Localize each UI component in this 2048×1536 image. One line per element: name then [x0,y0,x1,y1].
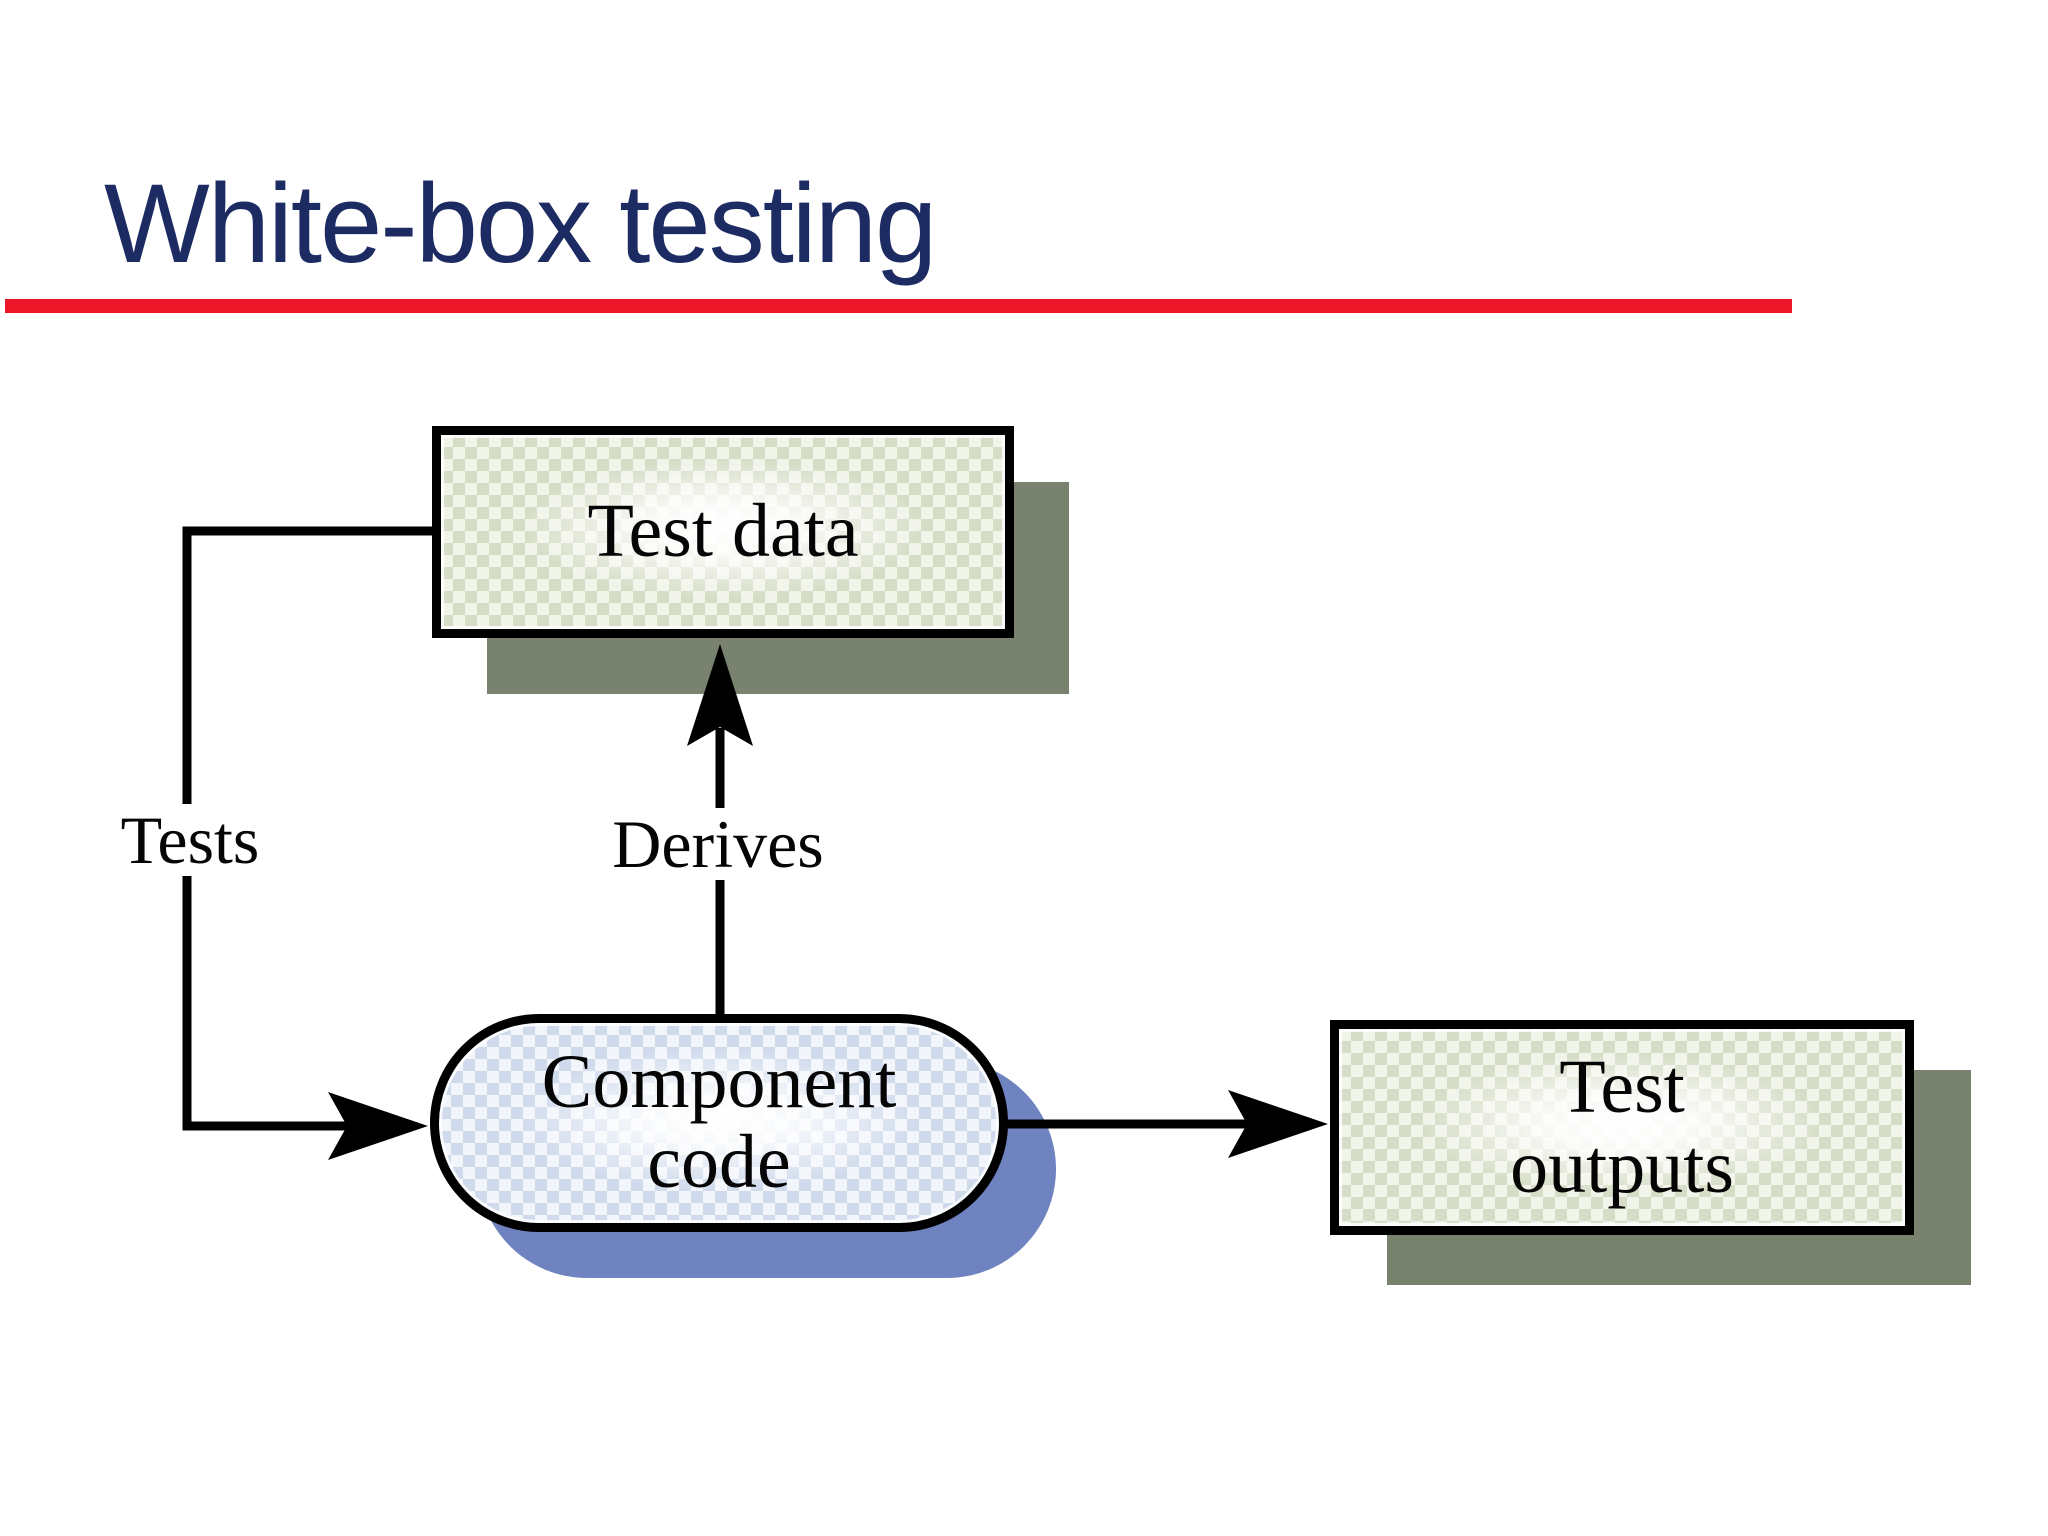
node-component-code: Component code [430,1014,1008,1232]
tests-arrowhead [328,1092,428,1160]
edge-label-derives: Derives [598,808,838,880]
title-underline [5,299,1792,313]
node-test-outputs: Test outputs [1330,1020,1914,1235]
node-test-data-label: Test data [587,489,859,574]
node-test-outputs-label-line1: Test [1559,1044,1685,1129]
node-component-code-label-line1: Component [541,1040,897,1125]
node-test-data: Test data [432,426,1014,638]
node-component-code-label-line2: code [647,1120,791,1204]
slide-title: White-box testing [104,161,937,286]
node-test-outputs-label-line2: outputs [1510,1124,1734,1209]
derives-arrowhead [687,644,753,746]
edge-label-tests: Tests [106,804,274,876]
output-arrowhead [1228,1090,1328,1158]
